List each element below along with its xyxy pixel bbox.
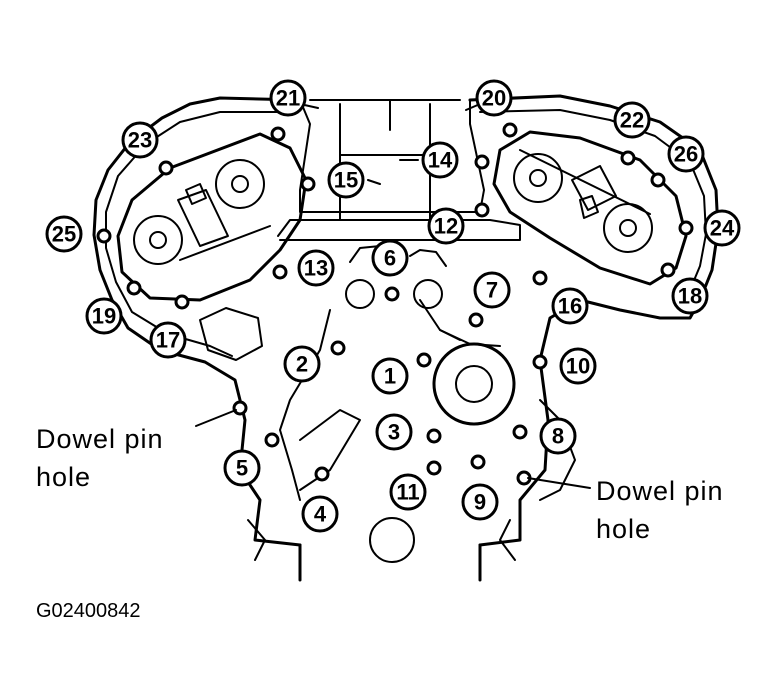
left-cam-housing xyxy=(116,132,308,302)
svg-text:23: 23 xyxy=(128,128,152,153)
callout-6: 6 xyxy=(371,239,409,277)
svg-text:3: 3 xyxy=(388,420,400,445)
bolt-hole xyxy=(474,154,490,170)
bolt-hole xyxy=(512,424,528,440)
svg-text:8: 8 xyxy=(552,424,564,449)
bolt-hole xyxy=(650,172,666,188)
svg-text:10: 10 xyxy=(566,354,590,379)
callout-22: 22 xyxy=(613,101,651,139)
bolt-hole xyxy=(426,428,442,444)
bolt-hole xyxy=(474,202,490,218)
callout-25: 25 xyxy=(45,215,83,253)
bolt-hole xyxy=(270,126,286,142)
svg-text:13: 13 xyxy=(304,256,328,281)
svg-text:6: 6 xyxy=(384,246,396,271)
dowel-right-line1: Dowel pin xyxy=(596,476,724,506)
callout-8: 8 xyxy=(539,417,577,455)
bolt-hole xyxy=(468,312,484,328)
callout-1: 1 xyxy=(371,357,409,395)
callout-9: 9 xyxy=(461,483,499,521)
bolt-hole xyxy=(620,150,636,166)
bolt-hole xyxy=(330,340,346,356)
bolt-hole xyxy=(300,176,316,192)
callouts: 1 2 3 4 5 6 7 8 9 10 11 12 13 14 15 16 1… xyxy=(45,79,741,533)
dowel-right-line2: hole xyxy=(596,514,652,544)
bolt-hole xyxy=(158,160,174,176)
bolt-hole xyxy=(426,460,442,476)
bolt-hole xyxy=(416,352,432,368)
svg-text:1: 1 xyxy=(384,364,396,389)
svg-text:14: 14 xyxy=(428,148,453,173)
callout-19: 19 xyxy=(85,297,123,335)
svg-text:25: 25 xyxy=(52,222,76,247)
callout-23: 23 xyxy=(121,121,159,159)
callout-7: 7 xyxy=(473,271,511,309)
callout-18: 18 xyxy=(671,277,709,315)
callout-14: 14 xyxy=(421,141,459,179)
callout-5: 5 xyxy=(223,449,261,487)
cover-outline xyxy=(92,94,720,582)
bolt-hole xyxy=(470,454,486,470)
svg-text:7: 7 xyxy=(486,278,498,303)
bolt-hole xyxy=(174,294,190,310)
dowel-pin-hole xyxy=(232,400,248,416)
bolt-hole xyxy=(502,122,518,138)
callout-4: 4 xyxy=(301,495,339,533)
bolt-hole xyxy=(96,228,112,244)
callout-16: 16 xyxy=(551,287,589,325)
bolt-hole xyxy=(264,432,280,448)
dowel-pin-label-left: Dowel pin hole xyxy=(36,420,164,496)
right-cam-housing xyxy=(492,130,688,286)
dowel-pin-label-right: Dowel pin hole xyxy=(596,472,724,548)
center-structures xyxy=(345,279,516,563)
svg-text:9: 9 xyxy=(474,490,486,515)
svg-text:2: 2 xyxy=(296,352,308,377)
callout-24: 24 xyxy=(703,209,741,247)
callout-17: 17 xyxy=(149,321,187,359)
callout-15: 15 xyxy=(327,161,365,199)
svg-text:5: 5 xyxy=(236,456,248,481)
bolt-hole xyxy=(532,270,548,286)
svg-text:20: 20 xyxy=(482,86,506,111)
svg-text:22: 22 xyxy=(620,108,644,133)
callout-21: 21 xyxy=(269,79,307,117)
bolt-hole xyxy=(532,354,548,370)
svg-text:12: 12 xyxy=(434,214,458,239)
bolt-hole xyxy=(660,262,676,278)
callout-20: 20 xyxy=(475,79,513,117)
svg-text:18: 18 xyxy=(678,284,702,309)
bolt-holes xyxy=(96,122,694,486)
bolt-hole xyxy=(272,264,288,280)
callout-26: 26 xyxy=(667,135,705,173)
svg-text:17: 17 xyxy=(156,328,180,353)
svg-text:16: 16 xyxy=(558,294,582,319)
figure-code: G02400842 xyxy=(36,600,141,622)
leader-lines xyxy=(195,103,591,489)
dowel-left-line1: Dowel pin xyxy=(36,424,164,454)
svg-text:11: 11 xyxy=(396,480,419,505)
callout-11: 11 xyxy=(389,473,427,511)
bolt-hole xyxy=(314,466,330,482)
svg-text:21: 21 xyxy=(276,86,300,111)
callout-3: 3 xyxy=(375,413,413,451)
svg-text:4: 4 xyxy=(314,502,327,527)
callout-13: 13 xyxy=(297,249,335,287)
svg-text:15: 15 xyxy=(334,168,358,193)
svg-text:26: 26 xyxy=(674,142,698,167)
bolt-hole xyxy=(384,286,400,302)
dowel-left-line2: hole xyxy=(36,462,92,492)
bolt-hole xyxy=(126,280,142,296)
callout-12: 12 xyxy=(427,207,465,245)
svg-text:19: 19 xyxy=(92,304,116,329)
callout-2: 2 xyxy=(283,345,321,383)
svg-text:24: 24 xyxy=(710,216,735,241)
bolt-hole xyxy=(678,220,694,236)
callout-10: 10 xyxy=(559,347,597,385)
